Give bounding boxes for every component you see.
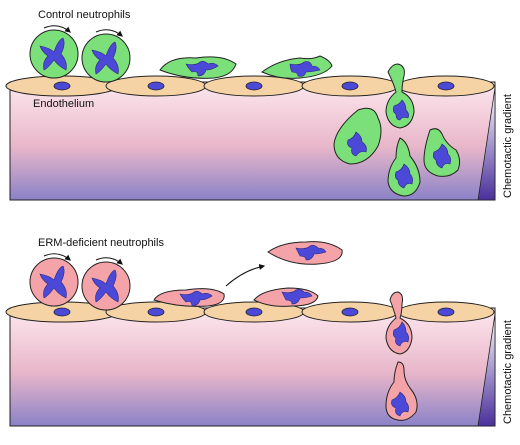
endothelium-label: Endothelium: [33, 98, 95, 110]
gradient-label-control: Chemotactic gradient: [502, 94, 514, 198]
neutrophil-detaching: [267, 241, 343, 265]
neutrophil-crawling: [253, 287, 319, 307]
endothelial-nucleus: [53, 81, 71, 91]
neutrophil-rolling: [81, 33, 131, 83]
tissue-block: [9, 307, 496, 427]
neutrophil-crawling: [159, 56, 237, 79]
gradient-label-erm: Chemotactic gradient: [502, 320, 514, 424]
neutrophil-crawling: [261, 55, 333, 79]
panel-title-control: Control neutrophils: [38, 9, 131, 21]
endothelial-nucleus: [245, 81, 263, 91]
neutrophil-rolling: [81, 261, 131, 311]
endothelial-nucleus: [437, 307, 455, 317]
neutrophil-migrated: [387, 137, 421, 197]
rolling-arrow: [95, 257, 123, 265]
neutrophil-migrated: [333, 107, 382, 165]
rolling-arrow: [95, 29, 123, 37]
neutrophil-rolling: [29, 257, 79, 307]
endothelial-nucleus: [147, 81, 165, 91]
panel-title-erm: ERM-deficient neutrophils: [38, 237, 164, 249]
endothelial-nucleus: [53, 307, 71, 317]
endothelium-layer: [5, 301, 495, 323]
neutrophil-rolling: [29, 29, 79, 79]
endothelial-nucleus: [147, 307, 165, 317]
neutrophil-migrated: [385, 361, 418, 421]
endothelial-nucleus: [341, 307, 359, 317]
neutrophil-crawling: [153, 288, 225, 307]
neutrophil-transmigrating: [385, 291, 413, 355]
endothelial-nucleus: [341, 81, 359, 91]
endothelium-layer: [5, 75, 495, 97]
rolling-arrow: [43, 253, 71, 261]
detach-arrow: [225, 264, 266, 287]
neutrophil-transmigrating: [385, 63, 415, 129]
gradient-wedge: [477, 313, 496, 427]
endothelial-nucleus: [437, 81, 455, 91]
panel-erm-deficient: [5, 241, 496, 427]
panel-control: [5, 25, 496, 201]
endothelial-nucleus: [245, 307, 263, 317]
neutrophil-migrated: [423, 128, 461, 177]
gradient-wedge: [477, 87, 496, 201]
rolling-arrow: [43, 25, 71, 33]
